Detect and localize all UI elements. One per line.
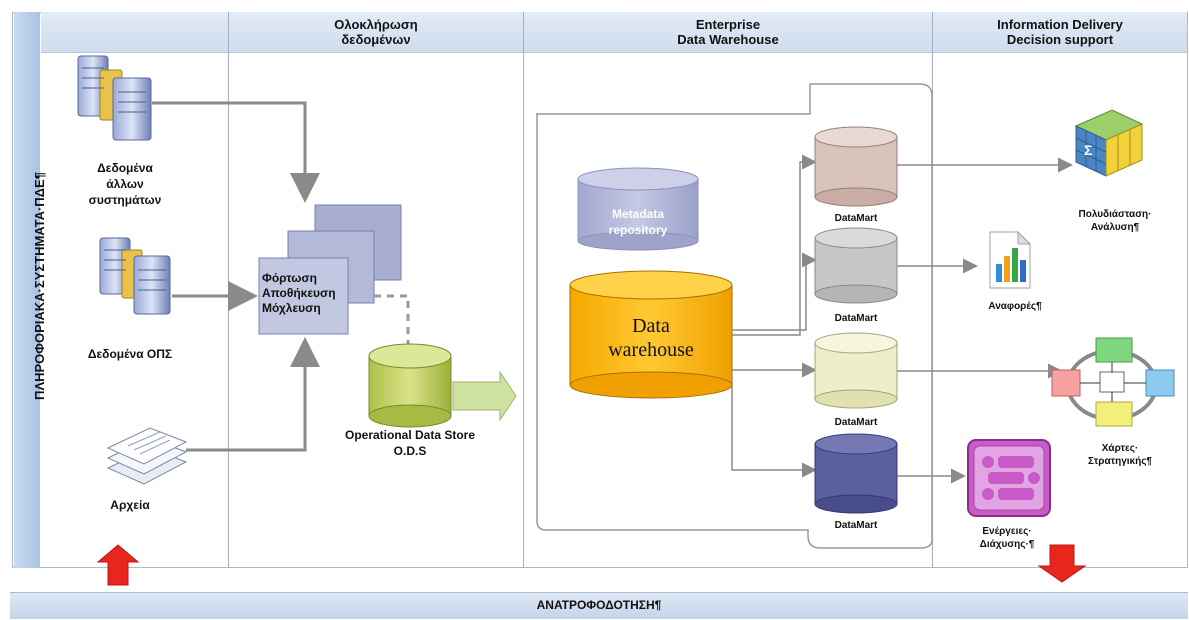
- datamart-label-2: DataMart: [834, 313, 878, 324]
- ods-cylinder: [368, 343, 452, 428]
- datamart-cylinder-2: [814, 227, 898, 304]
- header-integration: Ολοκλήρωση δεδομένων: [229, 12, 523, 53]
- datamart-to-output-arrows: [897, 157, 1073, 484]
- datamart-label-3: DataMart: [834, 417, 878, 428]
- source-other-systems-label: Δεδομένα άλλων συστημάτων: [88, 161, 162, 207]
- cube-icon: Σ: [1074, 109, 1144, 177]
- datamart-label-4: DataMart: [834, 520, 878, 531]
- olap-label: Πολυδιάσταση· Ανάλυση¶: [1078, 209, 1152, 233]
- header-edw: Enterprise Data Warehouse: [524, 12, 932, 53]
- svg-text:Σ: Σ: [1084, 142, 1092, 158]
- side-bar: [14, 12, 40, 568]
- edw-area: [536, 83, 933, 549]
- ods-label: Operational Data Store O.D.S: [344, 428, 476, 458]
- files-icon: [106, 427, 188, 485]
- header-delivery: Information Delivery Decision support: [933, 12, 1187, 53]
- header-source: [41, 12, 228, 53]
- connector-arrows: [152, 101, 320, 452]
- feedback-bar-label: ΑΝΑΤΡΟΦΟΔΟΤΗΣΗ¶: [536, 598, 662, 612]
- datamart-label-1: DataMart: [834, 213, 878, 224]
- column-divider: [523, 12, 524, 568]
- metadata-cylinder: [577, 167, 699, 251]
- source-files-label: Αρχεία: [110, 498, 150, 512]
- strategy-map-icon: [1051, 337, 1175, 427]
- warehouse-to-datamart-arrows: [731, 154, 817, 478]
- datamart-cylinder-3: [814, 332, 898, 409]
- report-icon: [989, 230, 1032, 289]
- server-icon: [77, 55, 152, 141]
- server-icon: [99, 237, 171, 315]
- metadata-label: Metadata repository: [608, 207, 668, 237]
- feedback-bar: [10, 592, 1188, 619]
- actions-icon: [967, 439, 1051, 517]
- etl-stack: [258, 204, 402, 335]
- ods-to-warehouse-arrow: [452, 370, 517, 422]
- warehouse-label: Data warehouse: [608, 315, 694, 361]
- feedback-down-arrow: [1037, 544, 1087, 583]
- strategy-maps-label: Χάρτες· Στρατηγικής¶: [1088, 443, 1152, 467]
- etl-label: Φόρτωση Αποθήκευση Μόχλευση: [262, 271, 336, 315]
- datamart-cylinder-1: [814, 126, 898, 207]
- reports-label: Αναφορές¶: [988, 301, 1042, 312]
- actions-label: Ενέργειες· Διάχυσης·¶: [979, 526, 1035, 550]
- source-ops-label: Δεδομένα ΟΠΣ: [87, 347, 173, 361]
- datamart-cylinder-4: [814, 433, 898, 514]
- feedback-up-arrow: [96, 544, 140, 586]
